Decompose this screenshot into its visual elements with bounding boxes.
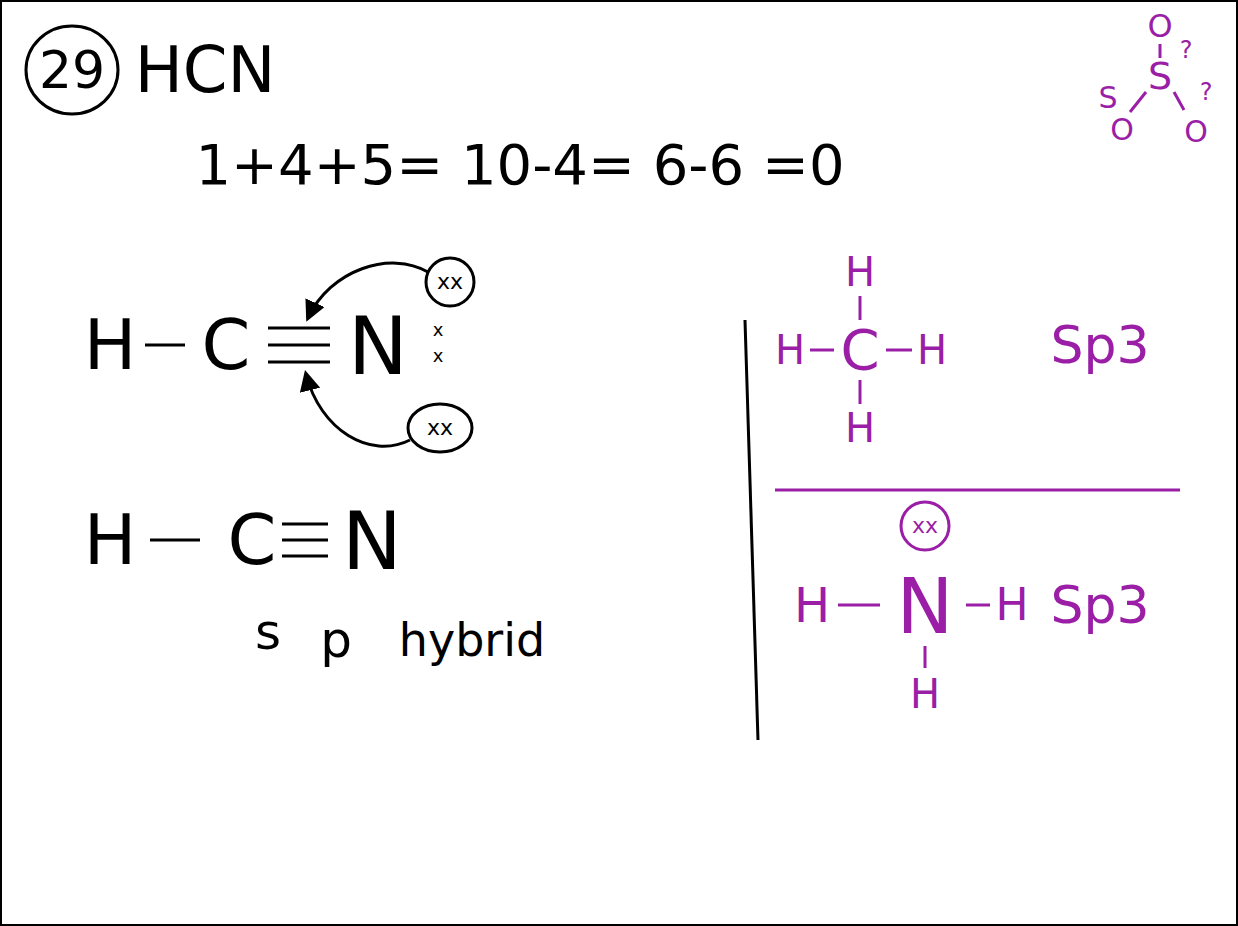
atom-symbol: H xyxy=(845,408,875,448)
lone-pair: xx xyxy=(912,515,938,537)
lone-pair: xx xyxy=(437,271,463,293)
atom-symbol: O xyxy=(1110,115,1134,145)
single-bond xyxy=(150,539,200,542)
triple-bond xyxy=(282,555,328,558)
orbital-label: p xyxy=(320,615,352,665)
triple-bond xyxy=(268,327,330,330)
atom-symbol: H xyxy=(845,252,875,292)
atom-symbol: C xyxy=(840,322,879,378)
formula: HCN xyxy=(135,38,276,102)
bond xyxy=(1159,44,1162,58)
atom-symbol: C xyxy=(202,310,251,380)
question-mark: ? xyxy=(1200,80,1213,104)
atom-symbol: C xyxy=(228,505,277,575)
orbital-label: s xyxy=(255,607,281,657)
atom-symbol: H xyxy=(910,674,940,714)
lone-pair: xx xyxy=(427,417,453,439)
triple-bond xyxy=(268,344,330,347)
methane-sketch xyxy=(810,296,912,404)
divider-line xyxy=(745,320,758,740)
atom-symbol: O xyxy=(1184,117,1208,147)
lone-pair-circle xyxy=(408,404,472,452)
hybridization-label: Sp3 xyxy=(1050,579,1149,631)
bond xyxy=(1174,92,1184,110)
electron-mark: x xyxy=(433,347,444,365)
atom-symbol: H xyxy=(84,505,137,575)
triple-bond xyxy=(282,523,328,526)
single-bond xyxy=(145,344,185,347)
atom-symbol: H xyxy=(917,330,947,370)
atom-symbol: N xyxy=(342,502,402,582)
atom-symbol: H xyxy=(775,330,805,370)
hybrid-label: hybrid xyxy=(399,617,545,663)
bond xyxy=(966,604,990,607)
callout-number: 29 xyxy=(39,44,105,96)
lone-pair-circle xyxy=(901,502,949,550)
electron-mark: x xyxy=(433,321,444,339)
ammonia-sketch xyxy=(838,502,990,668)
bond xyxy=(859,296,862,320)
number-circle xyxy=(26,26,118,114)
bond xyxy=(838,604,880,607)
hybridization-label: Sp3 xyxy=(1050,319,1149,371)
separator-line xyxy=(775,489,1180,492)
bond xyxy=(924,646,927,668)
atom-symbol: N xyxy=(897,569,954,645)
question-mark: ? xyxy=(1180,38,1193,62)
bond xyxy=(859,380,862,404)
sulfur-sketch xyxy=(1130,44,1184,112)
atom-symbol: N xyxy=(348,307,408,387)
bond xyxy=(810,349,834,352)
atom-symbol: H xyxy=(84,310,137,380)
atom-symbol: S xyxy=(1148,57,1172,95)
atom-symbol: H xyxy=(995,583,1028,627)
lone-pair-circle xyxy=(426,258,474,306)
atom-symbol: H xyxy=(794,581,830,629)
lewis-structure xyxy=(145,258,474,452)
triple-bond xyxy=(282,539,328,542)
atom-symbol: O xyxy=(1147,10,1172,42)
electron-count: 1+4+5= 10-4= 6-6 =0 xyxy=(195,137,844,193)
triple-bond xyxy=(268,361,330,364)
atom-symbol: S xyxy=(1098,83,1117,113)
bond xyxy=(886,349,912,352)
bond xyxy=(1130,92,1146,112)
